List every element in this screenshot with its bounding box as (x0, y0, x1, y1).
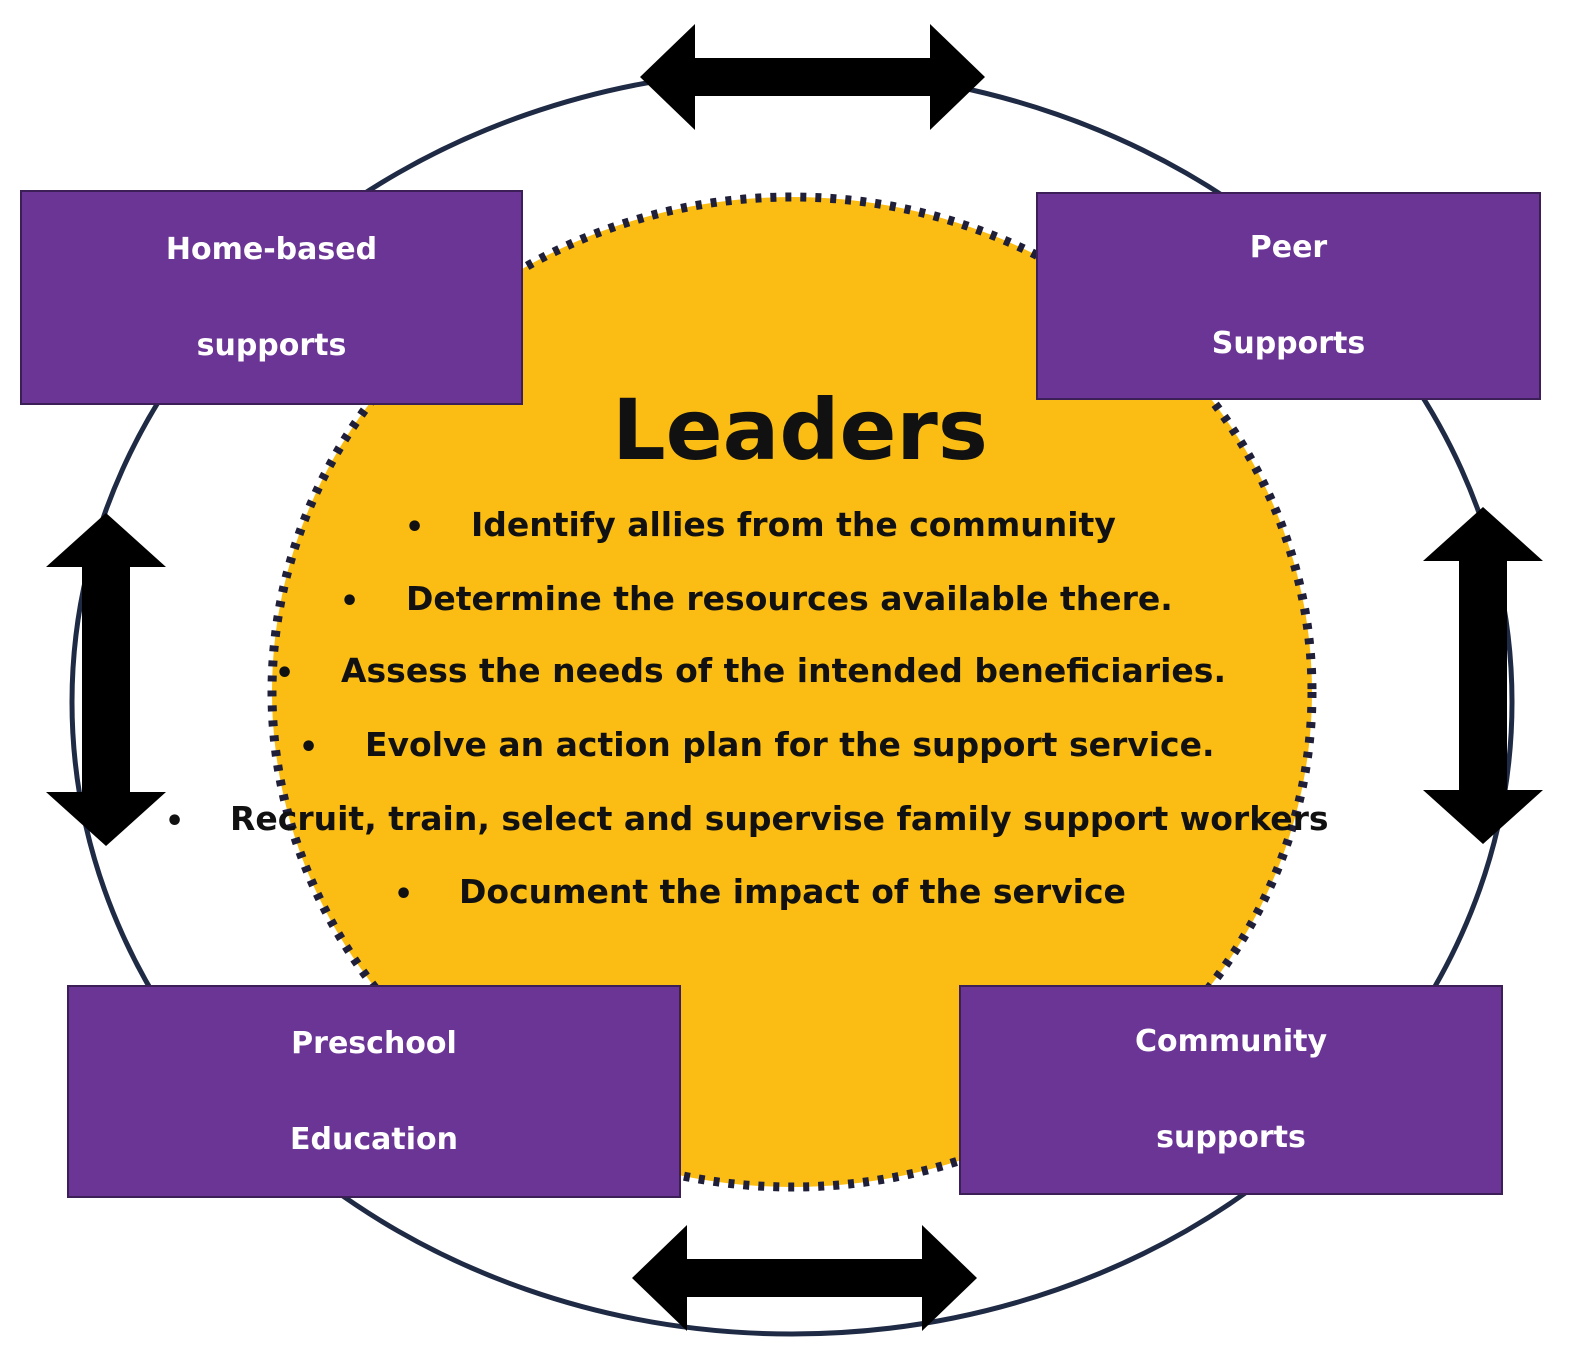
peer-supports-box: Peer Supports (1036, 192, 1541, 400)
preschool-line-1: Preschool (291, 1025, 457, 1061)
bullet-item-4: Evolve an action plan for the support se… (365, 725, 1215, 764)
bullet-item-5: Recruit, train, select and supervise fam… (230, 799, 1329, 838)
bullet-item-1: Identify allies from the community (471, 505, 1116, 544)
bullet-dot-5: • (165, 804, 185, 839)
center-circle (267, 192, 1317, 1192)
home-based-line-2: supports (196, 327, 347, 363)
bullet-dot-2: • (340, 584, 360, 619)
bullet-item-3: Assess the needs of the intended benefic… (341, 651, 1226, 690)
bottom-double-arrow (632, 1225, 977, 1331)
bullet-dot-6: • (394, 877, 414, 912)
bullet-item-6: Document the impact of the service (459, 872, 1126, 911)
bullet-item-2: Determine the resources available there. (406, 579, 1173, 618)
top-double-arrow (640, 24, 985, 130)
preschool-education-box: Preschool Education (67, 985, 681, 1198)
peer-line-2: Supports (1211, 326, 1366, 361)
community-line-1: Community (1134, 1024, 1328, 1059)
home-based-supports-box: Home-based supports (20, 190, 523, 405)
community-supports-box: Community supports (959, 985, 1503, 1195)
home-based-line-1: Home-based (165, 231, 378, 267)
bullet-dot-3: • (275, 656, 295, 691)
left-double-arrow (46, 513, 166, 846)
preschool-line-2: Education (290, 1121, 458, 1157)
peer-line-1: Peer (1249, 230, 1328, 265)
right-double-arrow (1423, 507, 1543, 844)
bullet-dot-4: • (299, 730, 319, 765)
community-line-2: supports (1156, 1120, 1306, 1155)
bullet-dot-1: • (405, 510, 425, 545)
center-title: Leaders (612, 381, 988, 479)
